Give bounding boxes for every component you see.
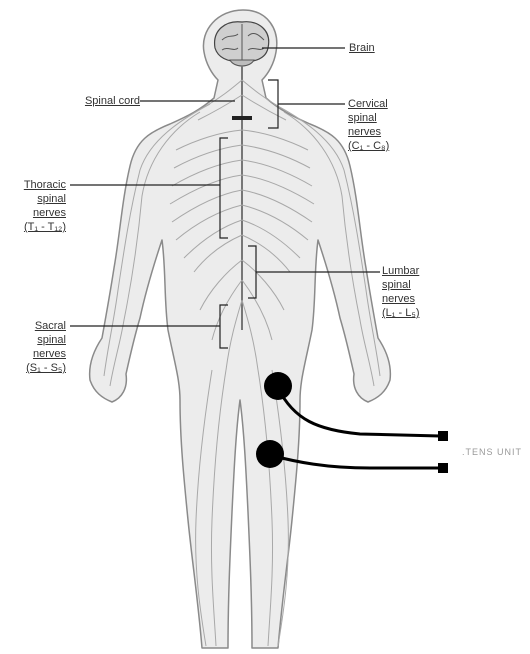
sacral-label-line-3: nerves bbox=[2, 347, 66, 361]
electrode-pad-lower bbox=[256, 440, 284, 468]
wire-connector-upper bbox=[438, 431, 448, 441]
thoracic-label-line-1: Thoracic bbox=[2, 178, 66, 192]
thoracic-label-line-4: (T₁ - T₁₂) bbox=[2, 220, 66, 234]
thoracic-label-line-2: spinal bbox=[2, 192, 66, 206]
thoracic-label: Thoracic spinal nerves (T₁ - T₁₂) bbox=[2, 178, 66, 234]
cervical-label-line-1: Cervical bbox=[348, 97, 389, 111]
lumbar-label-line-3: nerves bbox=[382, 292, 419, 306]
sacral-label: Sacral spinal nerves (S₁ - S₅) bbox=[2, 319, 66, 375]
lumbar-label-line-1: Lumbar bbox=[382, 264, 419, 278]
sacral-label-line-1: Sacral bbox=[2, 319, 66, 333]
tens-unit-label: .TENS UNIT bbox=[462, 445, 522, 459]
lumbar-label: Lumbar spinal nerves (L₁ - L₅) bbox=[382, 264, 419, 320]
electrode-pad-upper bbox=[264, 372, 292, 400]
lumbar-label-line-2: spinal bbox=[382, 278, 419, 292]
cervical-label-line-3: nerves bbox=[348, 125, 389, 139]
brain-label: Brain bbox=[349, 41, 375, 55]
lumbar-label-line-4: (L₁ - L₅) bbox=[382, 306, 419, 320]
cervical-label-line-4: (C₁ - C₈) bbox=[348, 139, 389, 153]
wire-connector-lower bbox=[438, 463, 448, 473]
sacral-label-line-2: spinal bbox=[2, 333, 66, 347]
cervical-label-line-2: spinal bbox=[348, 111, 389, 125]
cervical-label: Cervical spinal nerves (C₁ - C₈) bbox=[348, 97, 389, 153]
spinal-cord-label: Spinal cord bbox=[60, 94, 140, 108]
thoracic-label-line-3: nerves bbox=[2, 206, 66, 220]
sacral-label-line-4: (S₁ - S₅) bbox=[2, 361, 66, 375]
